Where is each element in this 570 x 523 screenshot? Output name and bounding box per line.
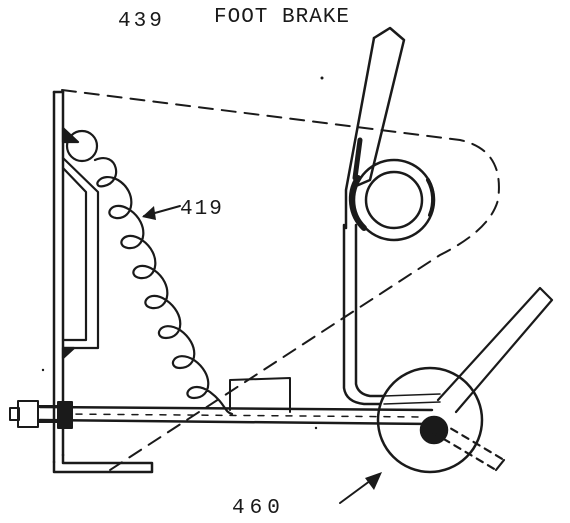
pedal-pivot [348, 158, 436, 242]
rod-adjusting-nut [9, 400, 73, 429]
dashed-housing-outline [61, 89, 500, 471]
drum-callout-label: 460 [232, 497, 285, 520]
spring-callout-label: 419 [180, 198, 224, 221]
brake-drum [376, 366, 484, 474]
drum-callout-arrowhead [365, 472, 382, 490]
spring-anchor-bracket [61, 126, 100, 360]
spring-callout-arrowhead [142, 206, 156, 220]
pedal-link [342, 223, 386, 406]
spring-anchor-pulley [65, 129, 99, 163]
left-frame [52, 90, 154, 474]
pull-rod [38, 405, 434, 426]
drum-lever [430, 286, 554, 472]
rod-spring-block [229, 377, 291, 413]
figure-number: 439 [118, 10, 165, 33]
coil-spring [93, 157, 234, 416]
figure-title: FOOT BRAKE [214, 6, 351, 29]
brake-pedal-arm [344, 26, 406, 230]
